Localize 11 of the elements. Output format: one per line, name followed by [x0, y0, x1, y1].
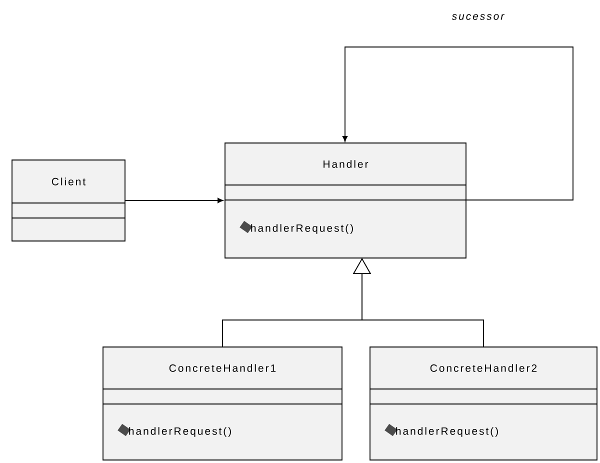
- method-text: handlerRequest(): [396, 427, 498, 437]
- method-text: handlerRequest(): [129, 427, 231, 437]
- method-text: handlerRequest(): [251, 224, 353, 234]
- edge-label: sucessor: [450, 13, 506, 21]
- class-name: Client: [52, 178, 86, 186]
- class-name: ConcreteHandler2: [430, 364, 537, 372]
- class-name: Handler: [324, 160, 368, 168]
- arrow: [352, 258, 484, 347]
- class-name: ConcreteHandler1: [169, 364, 276, 372]
- arrow: [342, 46, 574, 200]
- arrow: [125, 198, 224, 204]
